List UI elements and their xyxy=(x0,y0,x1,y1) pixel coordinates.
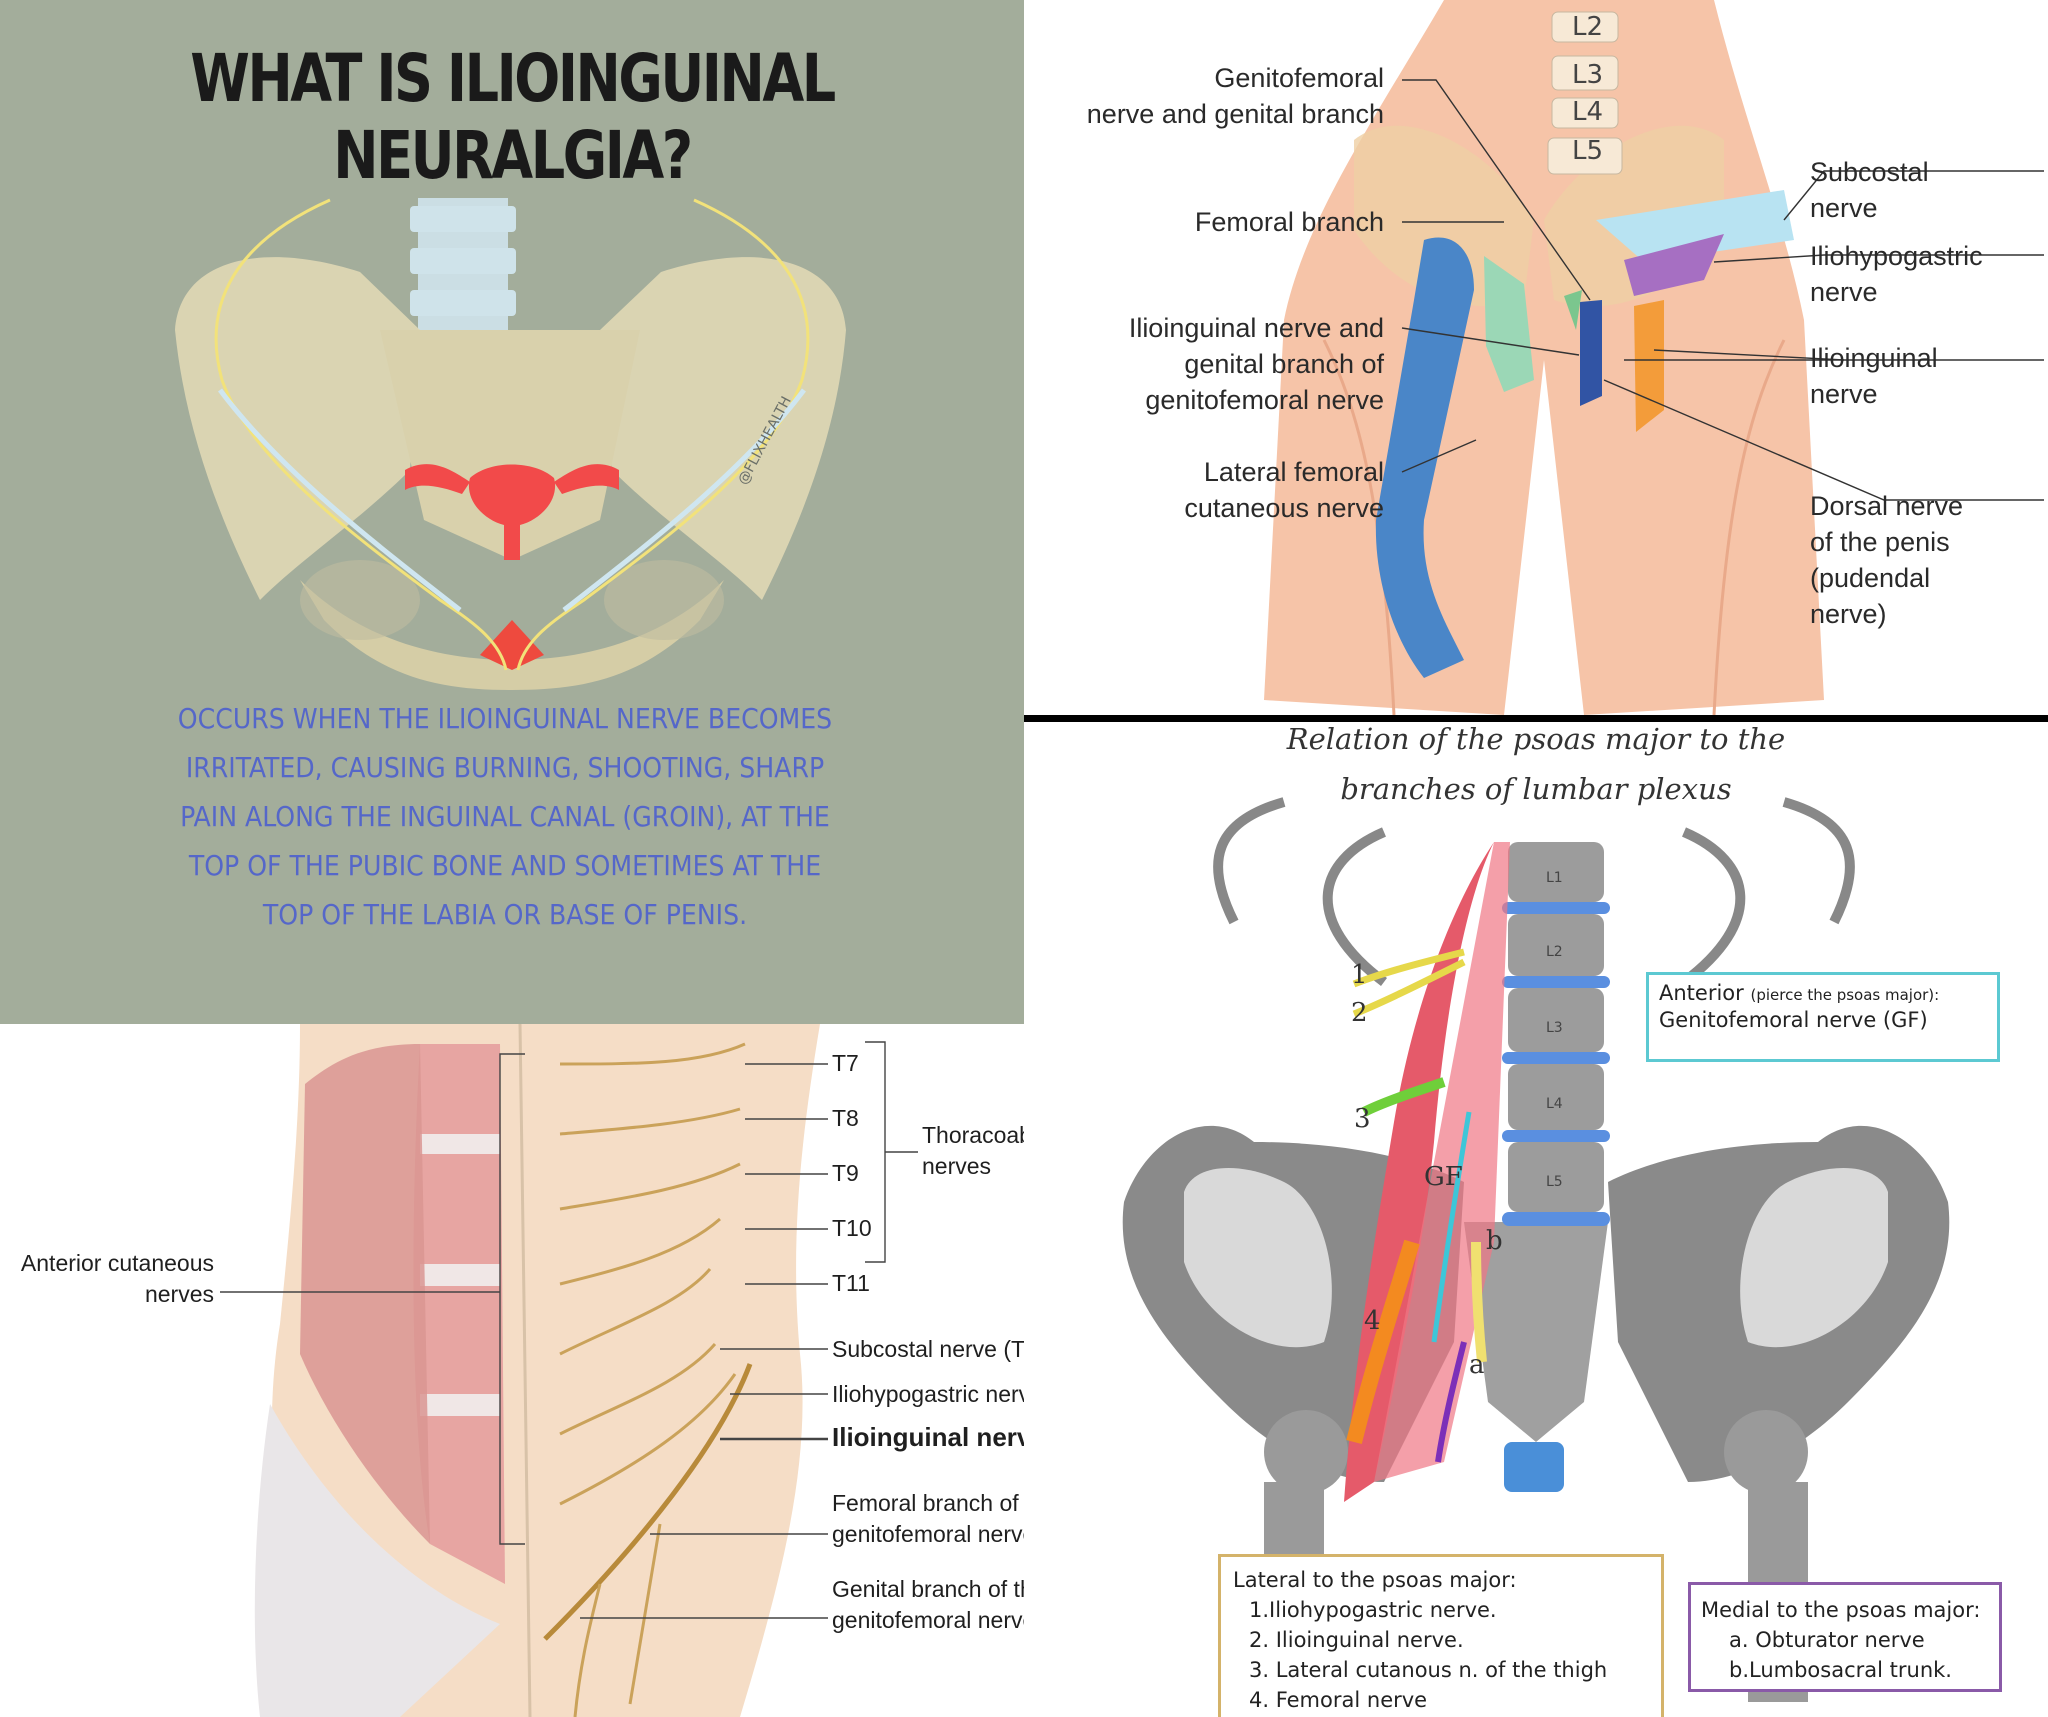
label-line: Iliohypogastric xyxy=(1810,241,1983,271)
label-line: (pudendal xyxy=(1810,563,1931,593)
label-line: nerve) xyxy=(1810,599,1887,629)
vertebra-label: L5 xyxy=(1572,136,1604,166)
label-anterior-cutaneous: Anterior cutaneous nerves xyxy=(0,1248,214,1310)
vertebra-label: L5 xyxy=(1546,1174,1563,1190)
label-line: genital branch of xyxy=(1184,349,1384,379)
vertebra-label: L3 xyxy=(1546,1020,1563,1036)
nerve-number-label: 4 xyxy=(1364,1306,1381,1336)
label-line: genitofemoral nerve xyxy=(832,1607,1036,1633)
nerve-number-label: 1 xyxy=(1351,960,1368,990)
description-line: IRRITATED, CAUSING BURNING, SHOOTING, SH… xyxy=(185,751,825,784)
label-t8: T8 xyxy=(832,1105,859,1131)
ilioinguinal-neuralgia-infographic: WHAT IS ILIOINGUINAL NEURALGIA? @FLIXHEA… xyxy=(0,0,1024,1024)
label-line: nerve xyxy=(1810,379,1878,409)
label-line: genitofemoral nerve xyxy=(1145,385,1384,415)
description-line: TOP OF THE LABIA OR BASE OF PENIS. xyxy=(262,898,748,931)
medial-item: b.Lumbosacral trunk. xyxy=(1729,1658,1952,1682)
description-line: TOP OF THE PUBIC BONE AND SOMETIMES AT T… xyxy=(188,849,822,882)
label-line: nerves xyxy=(922,1153,992,1179)
vertebra-label: L1 xyxy=(1546,870,1563,886)
vertebra-label: L3 xyxy=(1572,60,1604,90)
pelvic-body-illustration xyxy=(1264,0,2044,715)
description-line: OCCURS WHEN THE ILIOINGUINAL NERVE BECOM… xyxy=(177,702,833,735)
medial-box: Medial to the psoas major: a. Obturator … xyxy=(1688,1582,2002,1692)
anterior-heading: Anterior xyxy=(1659,981,1744,1005)
label-line: Femoral branch of the xyxy=(832,1490,1058,1516)
vertebra-label: L2 xyxy=(1572,12,1604,42)
lateral-item: 1.Iliohypogastric nerve. xyxy=(1249,1598,1497,1622)
label-line: nerve xyxy=(1810,193,1878,223)
medial-item: a. Obturator nerve xyxy=(1729,1628,1925,1652)
description-line: PAIN ALONG THE INGUINAL CANAL (GROIN), A… xyxy=(180,800,830,833)
label-subcostal-nerve: Subcostal nerve (T12) xyxy=(832,1336,1059,1362)
panel-divider xyxy=(1024,715,2048,723)
label-t7: T7 xyxy=(832,1050,859,1076)
label-femoral-branch: Femoral branch xyxy=(1194,207,1384,237)
label-subcostal: Subcostal nerve xyxy=(1810,154,1929,226)
label-line: Genitofemoral xyxy=(1214,63,1384,93)
vertebra-label: L2 xyxy=(1546,944,1563,960)
infographic-description: OCCURS WHEN THE ILIOINGUINAL NERVE BECOM… xyxy=(90,694,920,939)
label-line: nerve and genital branch xyxy=(1086,99,1384,129)
infographic-title: WHAT IS ILIOINGUINAL NEURALGIA? xyxy=(190,40,836,194)
label-line: Ilioinguinal nerve and xyxy=(1128,313,1384,343)
nerve-number-label: 3 xyxy=(1354,1104,1371,1134)
label-line: Genital branch of the xyxy=(832,1576,1046,1602)
abdominal-wall-nerve-diagram: T7 T8 T9 T10 T11 Thoracoabdominal nerves… xyxy=(0,1024,1160,1717)
diagram-title-line-1: Relation of the psoas major to the xyxy=(1286,722,1786,756)
nerve-letter-label: a xyxy=(1469,1350,1485,1380)
lateral-item: 4. Femoral nerve xyxy=(1249,1688,1428,1712)
label-t9: T9 xyxy=(832,1160,859,1186)
label-line: Subcostal xyxy=(1810,157,1929,187)
medial-heading: Medial to the psoas major: xyxy=(1701,1598,1981,1622)
nerve-letter-label: b xyxy=(1486,1226,1503,1256)
label-line: Dorsal nerve xyxy=(1810,491,1964,521)
lateral-item: 2. Ilioinguinal nerve. xyxy=(1249,1628,1464,1652)
label-lateral-femoral: Lateral femoral cutaneous nerve xyxy=(1024,454,1384,526)
pelvis-illustration xyxy=(175,198,846,690)
label-genitofemoral: Genitofemoral nerve and genital branch xyxy=(1024,60,1384,132)
label-iliohypogastric: Iliohypogastric nerve xyxy=(1810,238,1983,310)
lateral-item: 3. Lateral cutanous n. of the thigh xyxy=(1249,1658,1608,1682)
label-line: nerves xyxy=(144,1281,214,1307)
diagram-title-line-2: branches of lumbar plexus xyxy=(1340,772,1732,806)
label-line: Ilioinguinal xyxy=(1810,343,1938,373)
anterior-item: Genitofemoral nerve (GF) xyxy=(1659,1008,1928,1032)
label-line: genitofemoral nerve xyxy=(832,1521,1036,1547)
label-femoral-branch: Femoral branch of the genitofemoral nerv… xyxy=(832,1488,1057,1550)
vertebra-label: L4 xyxy=(1572,97,1604,127)
label-genital-branch: Genital branch of the genitofemoral nerv… xyxy=(832,1574,1046,1636)
label-ilioinguinal: Ilioinguinal nerve xyxy=(1810,340,1938,412)
anterior-note: (pierce the psoas major): xyxy=(1750,986,1940,1004)
label-line: Anterior cutaneous xyxy=(20,1250,214,1276)
lateral-heading: Lateral to the psoas major: xyxy=(1233,1568,1517,1592)
nerve-number-label: 2 xyxy=(1351,998,1368,1028)
label-t10: T10 xyxy=(832,1215,872,1241)
psoas-lumbar-plexus-diagram: Relation of the psoas major to the branc… xyxy=(1024,722,2048,1717)
label-t11: T11 xyxy=(832,1270,870,1296)
label-line: Lateral femoral xyxy=(1203,457,1384,487)
label-line: nerve xyxy=(1810,277,1878,307)
abdominal-wall-illustration xyxy=(220,1024,918,1717)
label-ilioinguinal-genital: Ilioinguinal nerve and genital branch of… xyxy=(1024,310,1384,418)
vertebra-label: L4 xyxy=(1546,1096,1563,1112)
pelvic-nerve-diagram: L2 L3 L4 L5 Genitofemoral nerve and geni… xyxy=(1024,0,2048,715)
label-line: of the penis xyxy=(1810,527,1950,557)
label-dorsal-nerve: Dorsal nerve of the penis (pudendal nerv… xyxy=(1810,488,1963,632)
gf-label: GF xyxy=(1424,1162,1463,1192)
anterior-box: Anterior (pierce the psoas major): Genit… xyxy=(1646,972,2000,1062)
lateral-box: Lateral to the psoas major: 1.Iliohypoga… xyxy=(1218,1554,1664,1717)
label-line: cutaneous nerve xyxy=(1184,493,1384,523)
